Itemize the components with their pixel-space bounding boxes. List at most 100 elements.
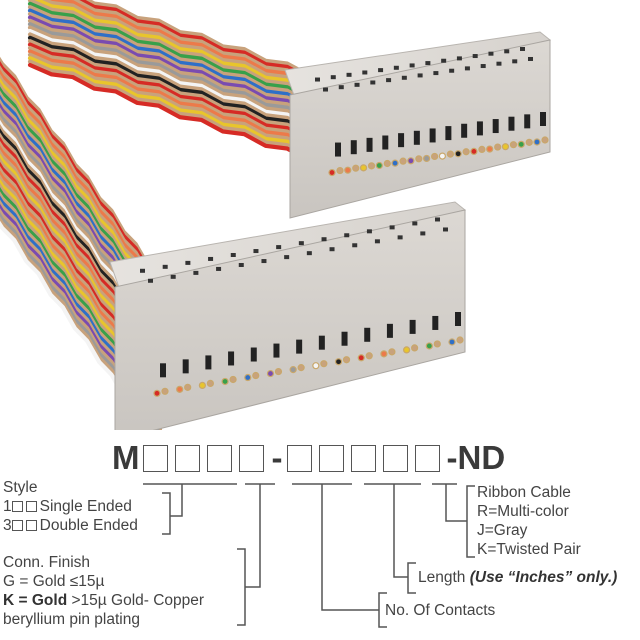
wire [39, 0, 333, 94]
wire [27, 18, 333, 121]
wire-end [462, 148, 470, 156]
contact-hole [208, 256, 214, 261]
finish-plating-note: beryllium pin plating [3, 611, 140, 628]
window-slot [350, 140, 357, 155]
window-slot [429, 128, 436, 143]
wire-end [320, 360, 328, 368]
contact-hole [366, 229, 372, 234]
contact-hole [389, 225, 395, 230]
style-code: 3 [3, 517, 12, 534]
finish-k-label: K = Gold [3, 592, 68, 609]
wire-end [431, 152, 439, 161]
contact-hole [504, 49, 510, 54]
contact-hole [401, 75, 407, 80]
wire-end [517, 140, 525, 148]
contact-hole [512, 59, 518, 64]
part-number-prefix: M [112, 439, 140, 476]
window-slot [296, 339, 303, 354]
wire-end [433, 340, 441, 348]
window-slot [182, 359, 189, 374]
window-slot [398, 133, 405, 148]
contact-hole [362, 70, 368, 75]
window-slot [432, 315, 439, 330]
wire-end [454, 150, 462, 158]
contact-hole [417, 73, 423, 78]
window-slot [540, 112, 546, 126]
contact-hole [412, 221, 418, 226]
wire [65, 0, 333, 87]
cable-option-k: K=Twisted Pair [477, 541, 581, 558]
cable-option-r: R=Multi-color [477, 503, 569, 520]
blank-box [25, 520, 37, 531]
wire-end [380, 350, 388, 358]
wire [27, 0, 333, 101]
wire [76, 0, 333, 84]
wire [27, 49, 333, 152]
wire [27, 45, 333, 148]
window-slot [318, 335, 325, 350]
wire-end [541, 136, 549, 144]
wire [27, 25, 333, 128]
finish-option-g: G = Gold ≤15µ [3, 573, 105, 590]
window-slot [273, 343, 280, 358]
window-slot [364, 327, 371, 342]
wire-end [266, 369, 275, 378]
wire-end [411, 344, 419, 352]
part-number-suffix: -ND [446, 439, 506, 476]
wire-end [229, 375, 237, 384]
wire-end [176, 385, 184, 393]
wire-end [423, 154, 431, 163]
wire-end [359, 164, 368, 172]
part-number-blank-box [142, 444, 168, 472]
wire-end [383, 159, 391, 168]
contact-hole [397, 235, 403, 240]
style-title: Style [3, 479, 38, 496]
wire-end [494, 143, 502, 151]
contact-hole [315, 77, 320, 82]
contact-hole [148, 278, 153, 283]
length-note: (Use “Inches” only.) [469, 569, 618, 586]
wire-end [415, 155, 423, 163]
window-slot [413, 130, 420, 145]
wire-end [501, 143, 510, 151]
wire-end [334, 358, 343, 366]
wire-end [403, 346, 411, 354]
window-slot [492, 119, 499, 134]
contact-hole [488, 51, 494, 56]
window-slot [455, 312, 461, 326]
part-number-group-contacts-length-cable [286, 444, 447, 472]
window-slot [335, 142, 341, 157]
window-slot [409, 319, 416, 334]
contact-hole [338, 85, 344, 90]
wire-end [252, 371, 260, 380]
wire [47, 0, 333, 91]
length-text: Length [418, 569, 466, 586]
wire-end [328, 168, 336, 177]
wire [27, 28, 333, 131]
wire-end [198, 381, 206, 390]
style-code: 1 [3, 498, 12, 515]
contact-hole [238, 262, 244, 267]
wire [27, 15, 333, 118]
wire-end [456, 336, 464, 344]
contact-hole [464, 66, 470, 71]
window-slot [366, 137, 373, 152]
contact-hole [420, 231, 426, 236]
contact-hole [480, 64, 486, 69]
contact-hole [140, 268, 145, 273]
wire-end [525, 138, 533, 146]
part-number-template: M - -ND [112, 436, 505, 480]
contact-hole [409, 63, 415, 68]
part-number-separator: - [271, 439, 283, 476]
wire-end [391, 159, 399, 167]
contact-hole [261, 259, 267, 264]
wire [27, 59, 333, 162]
contact-hole [441, 58, 447, 63]
window-slot [476, 121, 483, 136]
contact-hole [216, 266, 222, 271]
wire-end [448, 338, 456, 346]
contact-hole [185, 260, 191, 265]
ribbon-cable-product-image [0, 0, 552, 430]
window-slot [160, 363, 166, 378]
